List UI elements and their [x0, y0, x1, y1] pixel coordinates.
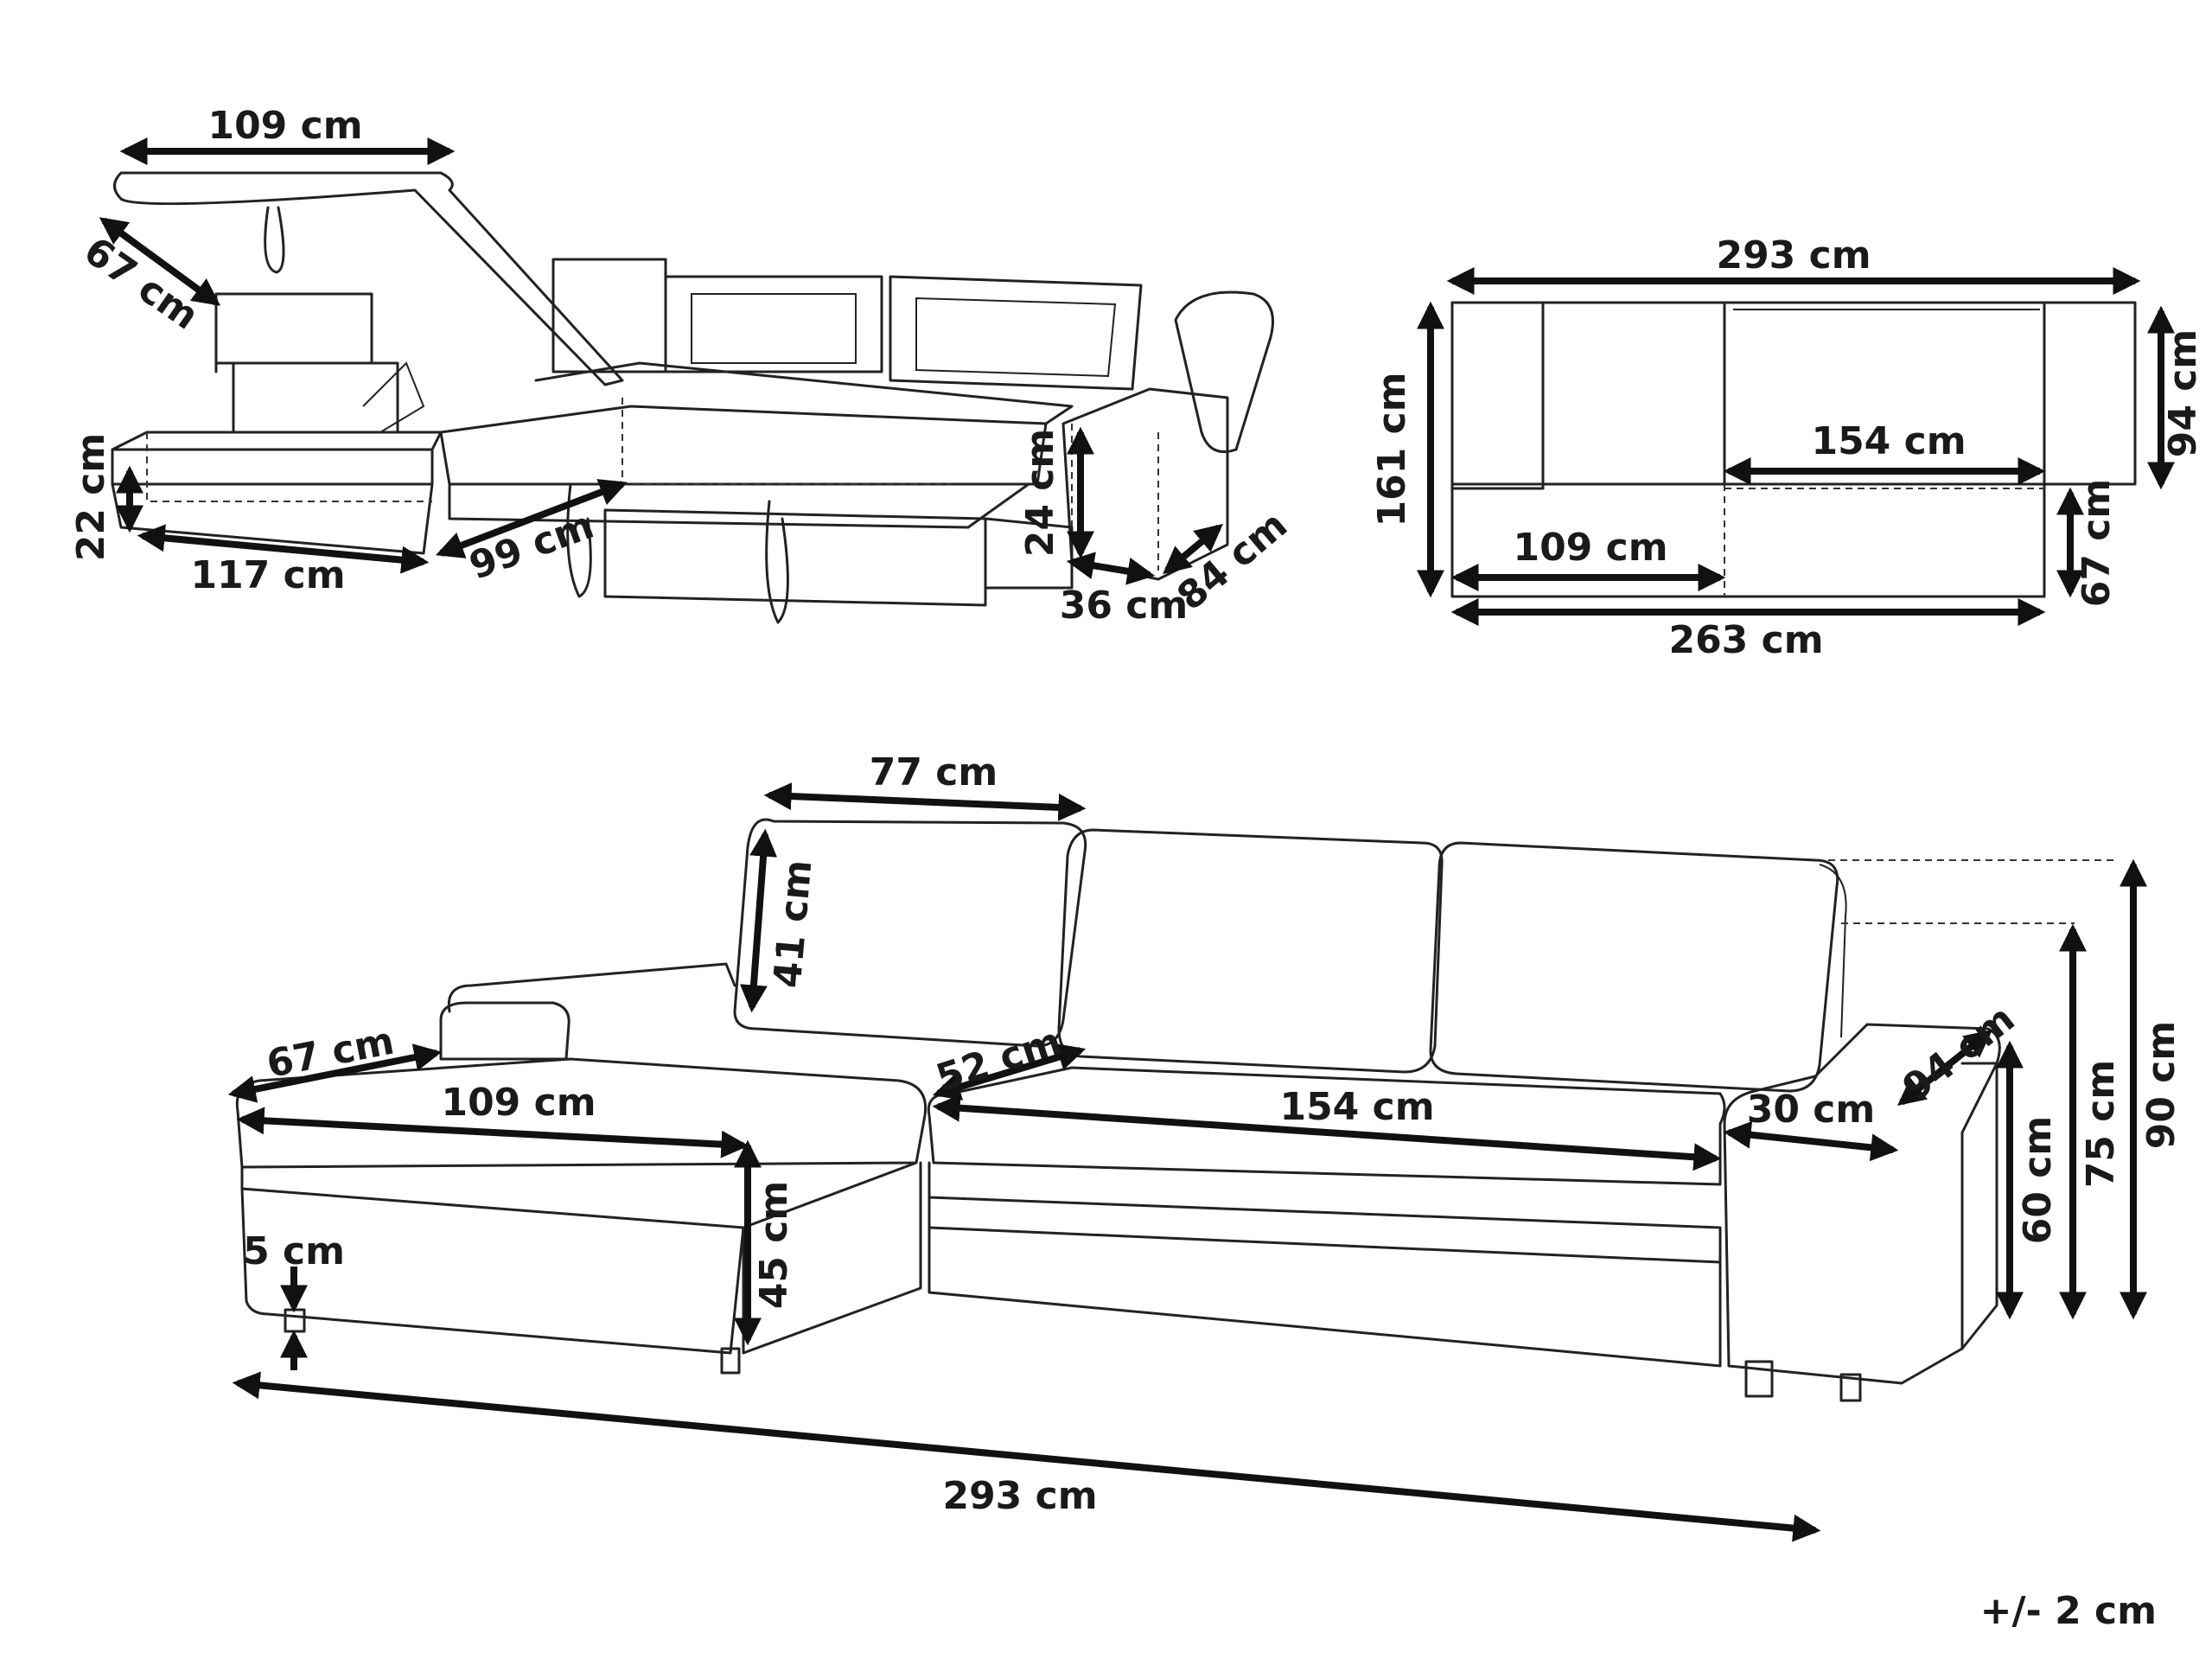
lid-strap — [264, 206, 285, 274]
dim-36 — [1066, 552, 1156, 585]
label-main-arm-width: 30 cm — [1747, 1088, 1875, 1132]
label-plan-bed-length: 263 cm — [1668, 618, 1823, 662]
main-back-cushion-right — [1429, 841, 1839, 1093]
storage-lid — [113, 171, 624, 386]
dim-main-154 — [932, 1094, 1722, 1171]
label-top-arm-width: 36 cm — [1060, 584, 1188, 628]
label-main-seat-width: 154 cm — [1279, 1085, 1434, 1129]
dim-117 — [137, 524, 430, 574]
dim-main-94 — [1897, 1030, 1992, 1106]
back-cushion-right — [889, 275, 1143, 391]
label-main-back-height: 41 cm — [766, 858, 821, 990]
label-plan-chaise-width: 109 cm — [1513, 526, 1667, 570]
main-leg-right — [1839, 1373, 1862, 1402]
dim-main-52 — [932, 1043, 1087, 1101]
chaise-leg-left — [284, 1308, 306, 1333]
label-plan-bed-width: 154 cm — [1811, 419, 1966, 463]
label-top-chaise-length: 117 cm — [190, 553, 345, 597]
label-plan-seat-depth: 94 cm — [2161, 329, 2205, 457]
dim-main-67 — [227, 1043, 443, 1103]
label-plan-bed-ext: 67 cm — [2075, 479, 2119, 607]
tolerance-note: +/- 2 cm — [1980, 1589, 2157, 1633]
chaise-headrest — [439, 1001, 571, 1061]
open-view-dimensions: 109 cm 67 cm 22 cm 117 cm 99 cm 24 cm 36… — [69, 104, 1296, 628]
dim-84 — [1163, 523, 1223, 575]
label-top-open-width: 109 cm — [207, 104, 362, 148]
label-main-back-total: 75 cm — [2079, 1060, 2123, 1188]
dim-main-109 — [236, 1107, 749, 1158]
right-arm — [1174, 290, 1274, 453]
back-cushion-mid — [664, 275, 883, 373]
chaise-base — [111, 448, 434, 486]
label-top-arm-depth: 84 cm — [1169, 503, 1296, 620]
back-cushion-left — [551, 258, 667, 373]
label-main-back-width: 77 cm — [870, 750, 998, 794]
plan-view-dimensions: 293 cm 161 cm 94 cm 154 cm 109 cm 67 cm … — [1370, 233, 2205, 662]
dim-67-top — [99, 217, 221, 306]
bed-platform — [439, 405, 1048, 486]
label-plan-total-depth: 161 cm — [1370, 372, 1414, 526]
dim-main-30 — [1723, 1120, 1899, 1162]
pullout-bed — [603, 508, 987, 607]
label-main-seat-depth: 52 cm — [931, 1019, 1067, 1101]
label-main-arm-height: 60 cm — [2016, 1116, 2060, 1244]
dim-99 — [436, 479, 628, 558]
label-plan-total-width: 293 cm — [1716, 233, 1871, 278]
label-main-arm-depth: 94 cm — [1895, 997, 2023, 1111]
label-main-seat-height: 45 cm — [752, 1181, 796, 1309]
dim-main-77 — [763, 782, 1087, 821]
label-main-total-width: 293 cm — [942, 1474, 1097, 1518]
plan-back-rect — [1450, 301, 2137, 486]
dim-main-41 — [739, 828, 778, 1013]
dim-main-293 — [232, 1371, 1821, 1542]
label-main-total-height: 90 cm — [2139, 1021, 2183, 1149]
main-back-cushion-mid — [1057, 828, 1444, 1074]
label-main-leg-height: 5 cm — [243, 1229, 345, 1273]
storage-box — [214, 292, 373, 365]
main-view-dimensions: 77 cm 41 cm 67 cm 109 cm 52 cm 154 cm 30… — [227, 750, 2183, 1542]
label-top-storage-height: 22 cm — [69, 433, 113, 561]
label-main-chaise-width: 109 cm — [441, 1081, 596, 1125]
label-top-bed-height: 24 cm — [1018, 429, 1062, 557]
